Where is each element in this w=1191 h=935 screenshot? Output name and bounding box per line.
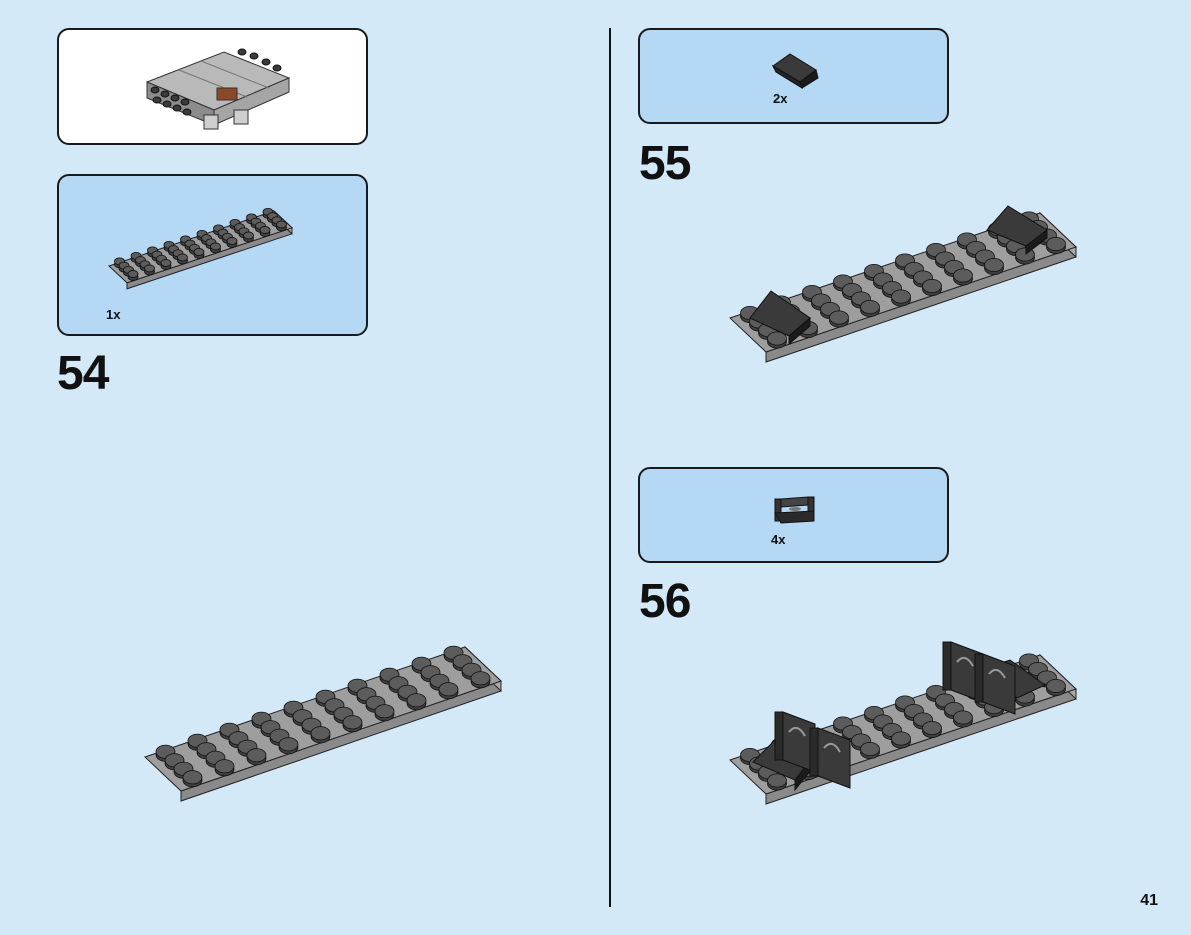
stud xyxy=(953,710,973,728)
stud xyxy=(127,270,139,281)
stud xyxy=(160,259,172,270)
stud xyxy=(342,715,363,733)
stud xyxy=(1046,236,1066,255)
stud xyxy=(922,720,942,739)
subassembly-model-icon xyxy=(145,48,291,130)
slope-black-icon xyxy=(771,53,819,90)
stud xyxy=(922,278,942,297)
parts-callout-step-55: 2x xyxy=(638,28,949,124)
stud xyxy=(953,268,973,286)
stud xyxy=(891,289,911,307)
part-quantity: 2x xyxy=(773,91,788,106)
stud xyxy=(144,264,155,276)
step-number-56: 56 xyxy=(639,575,691,628)
stud xyxy=(984,257,1004,276)
stud xyxy=(214,759,235,777)
stud xyxy=(278,737,299,755)
step-54-plate-model xyxy=(144,645,502,802)
plate-4x10-dark-gray-icon xyxy=(108,207,293,290)
stud xyxy=(406,693,427,711)
stud xyxy=(860,741,880,760)
step-number-54: 54 xyxy=(57,347,109,400)
part-quantity: 4x xyxy=(771,532,786,547)
stud xyxy=(182,770,203,788)
stud xyxy=(891,731,911,749)
stud xyxy=(246,748,267,766)
part-quantity: 1x xyxy=(106,307,121,322)
stud xyxy=(193,248,205,259)
stud xyxy=(1046,678,1066,697)
stud xyxy=(310,726,331,744)
stud xyxy=(243,231,254,243)
stud xyxy=(860,299,880,318)
stud xyxy=(177,253,188,265)
stud xyxy=(210,242,221,254)
stud xyxy=(767,331,787,349)
page-number: 41 xyxy=(1140,892,1158,909)
stud xyxy=(259,226,271,237)
bracket-black-icon xyxy=(774,496,815,524)
subassembly-callout xyxy=(57,28,368,145)
stud xyxy=(829,310,849,328)
stud xyxy=(438,682,459,700)
page-divider xyxy=(609,28,611,907)
step-55-plate-model xyxy=(729,205,1077,363)
stud xyxy=(397,684,418,702)
stud xyxy=(276,220,287,232)
parts-callout-step-56: 4x xyxy=(638,467,949,563)
stud xyxy=(1015,247,1035,265)
stud xyxy=(374,704,395,722)
stud xyxy=(767,773,787,791)
step-number-55: 55 xyxy=(639,137,691,190)
stud xyxy=(226,237,238,248)
step-56-plate-model xyxy=(729,641,1077,805)
stud xyxy=(470,671,491,689)
parts-callout-step-54: 1x xyxy=(57,174,368,336)
